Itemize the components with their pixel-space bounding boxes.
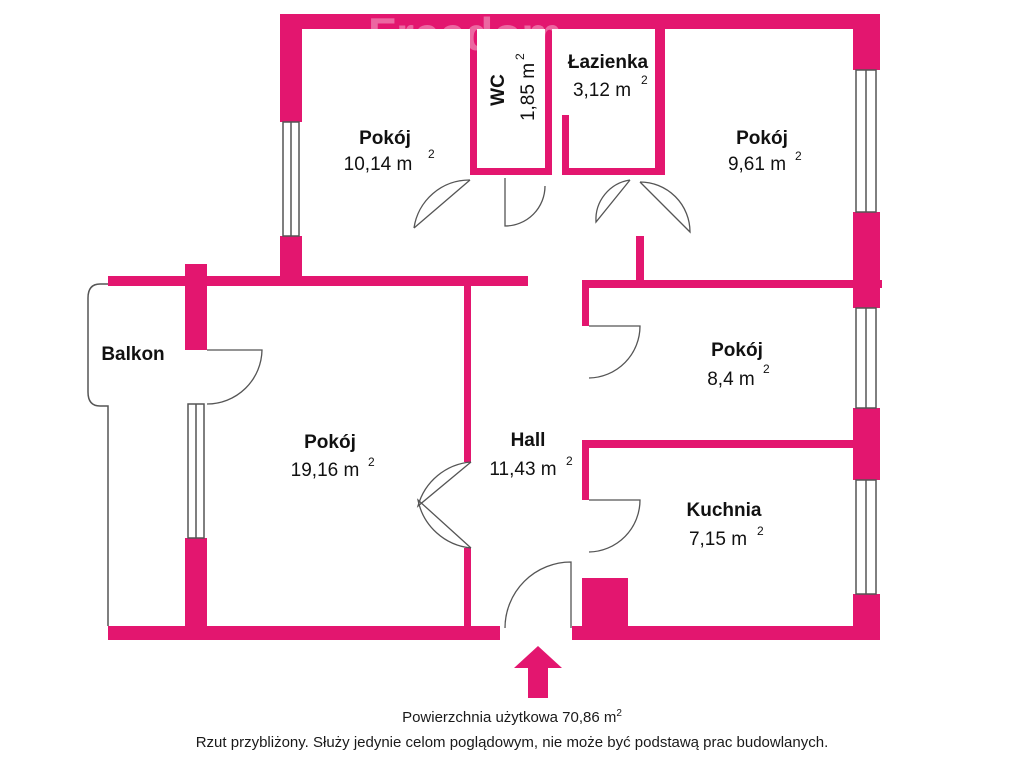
room-name: Pokój (736, 128, 788, 149)
room-area-sup: 2 (368, 455, 375, 469)
usable-area-text: Powierzchnia użytkowa 70,86 m (402, 709, 617, 726)
room-area: 1,85 m (518, 63, 539, 121)
room-hall: Hall 11,43 m 2 (489, 430, 573, 480)
room-pokoj-19: Pokój 19,16 m 2 (291, 432, 375, 481)
room-area-sup: 2 (795, 149, 802, 163)
room-pokoj-10: Pokój 10,14 m 2 (344, 128, 435, 175)
room-area-sup: 2 (641, 73, 648, 87)
room-area-sup: 2 (513, 53, 527, 60)
door-swings (206, 178, 691, 629)
room-pokoj-9: Pokój 9,61 m 2 (728, 128, 802, 175)
room-wc: WC 1,85 m 2 (488, 53, 539, 121)
room-area: 7,15 m (689, 529, 747, 550)
room-name: Łazienka (568, 52, 649, 73)
room-area: 3,12 m (573, 80, 631, 101)
room-pokoj-8: Pokój 8,4 m 2 (707, 340, 770, 390)
room-name: Pokój (359, 128, 411, 149)
room-area: 8,4 m (707, 369, 755, 390)
disclaimer-note: Rzut przybliżony. Służy jedynie celom po… (0, 734, 1024, 751)
room-area-sup: 2 (566, 454, 573, 468)
room-lazienka: Łazienka 3,12 m 2 (568, 52, 649, 101)
arrow-up-icon (514, 646, 562, 698)
room-area: 9,61 m (728, 154, 786, 175)
room-area-sup: 2 (428, 147, 435, 161)
usable-area-sup: 2 (616, 708, 622, 719)
room-name: WC (488, 74, 509, 106)
room-name: Kuchnia (687, 500, 762, 521)
usable-area-note: Powierzchnia użytkowa 70,86 m2 (0, 708, 1024, 726)
room-kuchnia: Kuchnia 7,15 m 2 (687, 500, 764, 550)
room-area: 11,43 m (489, 459, 556, 480)
room-name: Pokój (304, 432, 356, 453)
room-name: Hall (511, 430, 546, 451)
room-area-sup: 2 (757, 524, 764, 538)
room-area: 10,14 m (344, 154, 413, 175)
disclaimer-text: Rzut przybliżony. Służy jedynie celom po… (195, 734, 829, 751)
room-name: Pokój (711, 340, 763, 361)
room-area: 19,16 m (291, 460, 360, 481)
room-area-sup: 2 (763, 362, 770, 376)
room-balkon: Balkon (101, 344, 164, 365)
walls (108, 14, 882, 640)
window-frames (187, 69, 877, 595)
watermark: Freedom (368, 8, 562, 60)
room-name: Balkon (101, 344, 164, 365)
balcony-outline (87, 283, 109, 626)
